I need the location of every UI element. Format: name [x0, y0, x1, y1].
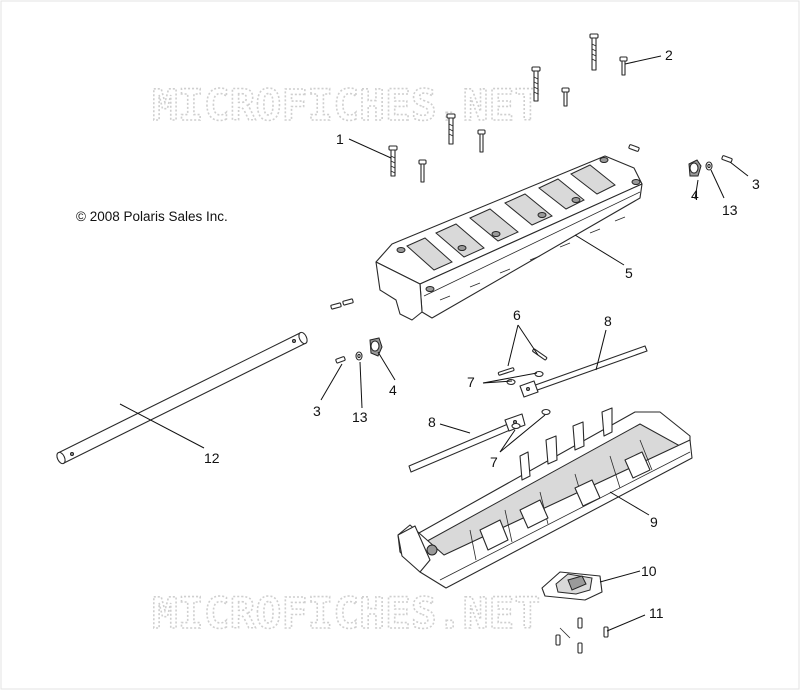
callout-1: 1 — [336, 131, 344, 147]
callout-8-upper: 8 — [604, 313, 612, 329]
clip-4-mid — [369, 337, 383, 357]
rod-upper-part-8 — [519, 345, 648, 398]
rod-lower-part-8 — [408, 413, 526, 473]
clip-4-top — [688, 159, 702, 177]
screw-2b — [561, 87, 570, 107]
screw-2a — [531, 66, 541, 102]
screw-2c — [589, 33, 599, 71]
callout-4-mid: 4 — [389, 382, 397, 398]
callout-13-mid: 13 — [352, 409, 368, 425]
callout-8-lower: 8 — [428, 414, 436, 430]
handle-part-10 — [541, 571, 603, 601]
washer-13-mid — [355, 351, 363, 361]
fasteners-mid-left — [330, 298, 383, 364]
callout-7-lower: 7 — [490, 454, 498, 470]
callout-9: 9 — [650, 514, 658, 530]
washers-part-7 — [506, 370, 551, 430]
screw-group-2 — [531, 33, 628, 107]
callout-7-upper: 7 — [467, 374, 475, 390]
screw-1d — [477, 129, 486, 153]
callout-11: 11 — [649, 605, 664, 621]
watermark-bottom: MICROFICHES.NET — [152, 589, 540, 639]
callout-2: 2 — [665, 47, 673, 63]
screw-1c — [446, 113, 456, 145]
pins-part-11 — [555, 617, 609, 654]
copyright-notice: © 2008 Polaris Sales Inc. — [76, 209, 228, 224]
watermark-top: MICROFICHES.NET — [152, 81, 540, 131]
callout-labels: 1 2 3 4 13 5 6 7 8 3 13 4 8 7 12 9 10 11 — [204, 47, 760, 621]
screw-1a — [388, 145, 398, 177]
leader-lines — [119, 55, 749, 632]
callout-3-mid: 3 — [313, 403, 321, 419]
tube-part-12 — [56, 331, 308, 465]
callout-5: 5 — [625, 265, 633, 281]
fasteners-top-right — [628, 144, 733, 177]
callout-6: 6 — [513, 307, 521, 323]
callout-13-top: 13 — [722, 202, 738, 218]
screw-2d — [619, 56, 628, 76]
screw-1b — [418, 159, 427, 183]
callout-12: 12 — [204, 450, 220, 466]
callout-10: 10 — [641, 563, 657, 579]
panel-holes — [396, 157, 641, 292]
upper-panel-assembly — [375, 155, 643, 321]
callout-4-top: 4 — [691, 187, 699, 203]
screw-group-1 — [388, 113, 486, 183]
callout-3-top: 3 — [752, 176, 760, 192]
lower-tray-part-9 — [397, 407, 693, 589]
washer-13-top — [705, 161, 713, 171]
